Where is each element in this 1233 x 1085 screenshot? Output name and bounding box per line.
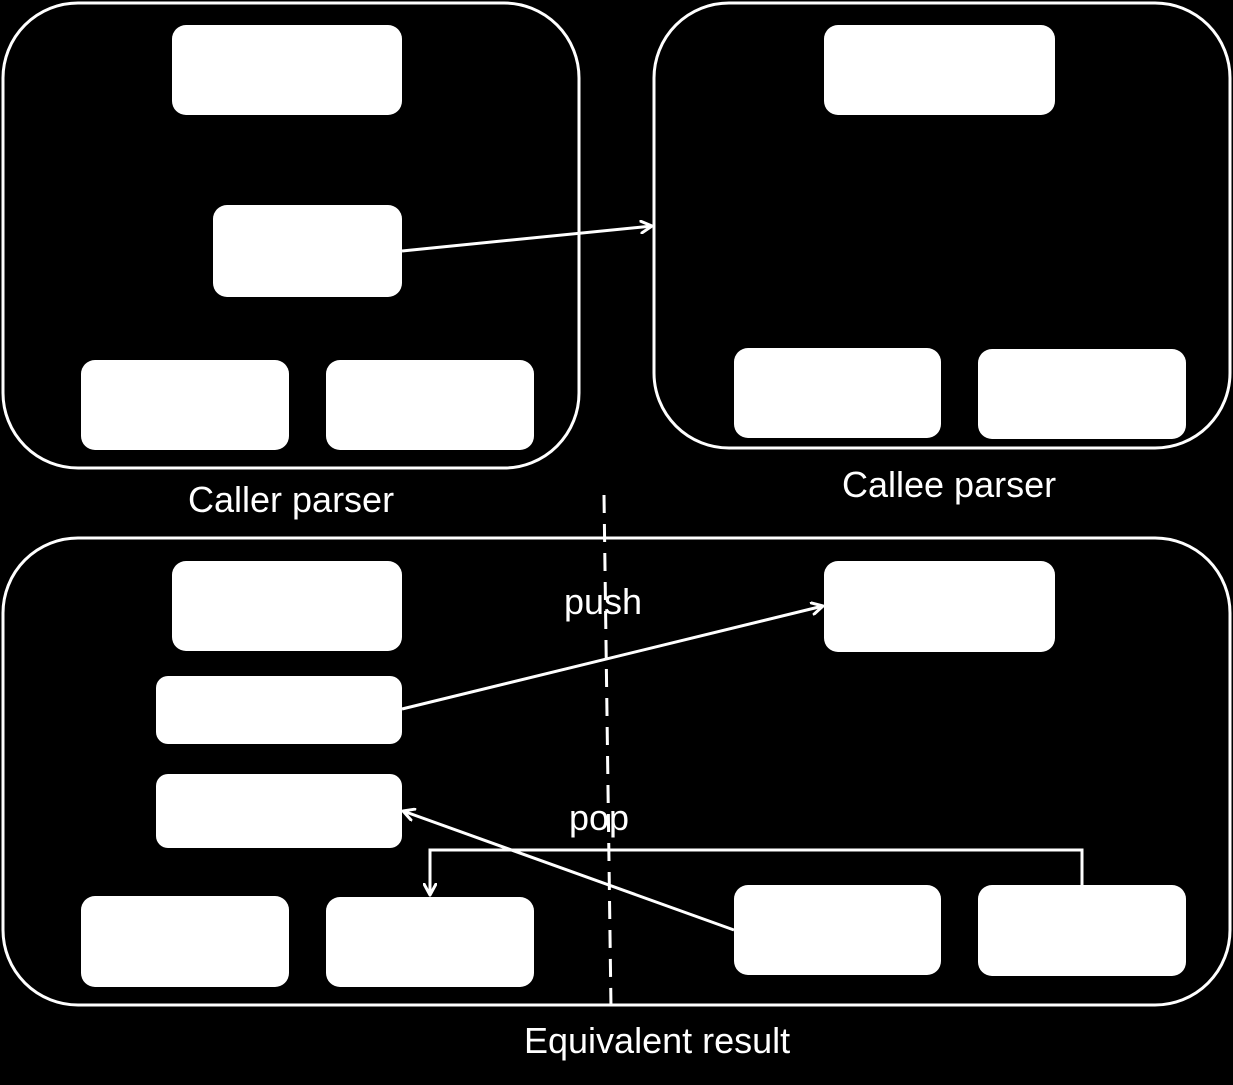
result-push-node <box>156 676 402 744</box>
call-arrow <box>401 226 652 253</box>
callee-panel-border <box>652 1 1232 450</box>
callee-parser-label: Callee parser <box>842 464 1057 505</box>
callee-top-node <box>824 25 1055 115</box>
push-arrow <box>401 606 823 711</box>
result-callee-top-node <box>824 561 1055 652</box>
caller-top-node <box>172 25 402 115</box>
result-caller-top-node <box>172 561 402 651</box>
result-connector-arrow <box>430 848 1084 895</box>
pop-label: pop <box>569 797 630 838</box>
caller-left-leaf-node <box>81 360 289 450</box>
result-pop-node <box>156 774 402 848</box>
dashed-divider <box>602 494 613 1009</box>
caller-parser-label: Caller parser <box>188 479 395 520</box>
caller-call-node <box>213 205 402 297</box>
result-caller-left-leaf-node <box>81 896 289 987</box>
caller-parser-panel <box>1 1 581 470</box>
pop-arrow <box>403 811 735 932</box>
result-callee-left-leaf-node <box>734 885 941 975</box>
result-caller-right-leaf-node <box>326 897 534 987</box>
result-panel-border <box>1 536 1232 1007</box>
push-label: push <box>564 581 643 622</box>
equivalent-result-label: Equivalent result <box>524 1020 791 1061</box>
callee-right-leaf-node <box>978 349 1186 439</box>
callee-parser-panel <box>652 1 1232 450</box>
callee-left-leaf-node <box>734 348 941 438</box>
equivalent-result-panel <box>1 536 1232 1007</box>
caller-right-leaf-node <box>326 360 534 450</box>
caller-panel-border <box>1 1 581 470</box>
result-callee-right-leaf-node <box>978 885 1186 976</box>
